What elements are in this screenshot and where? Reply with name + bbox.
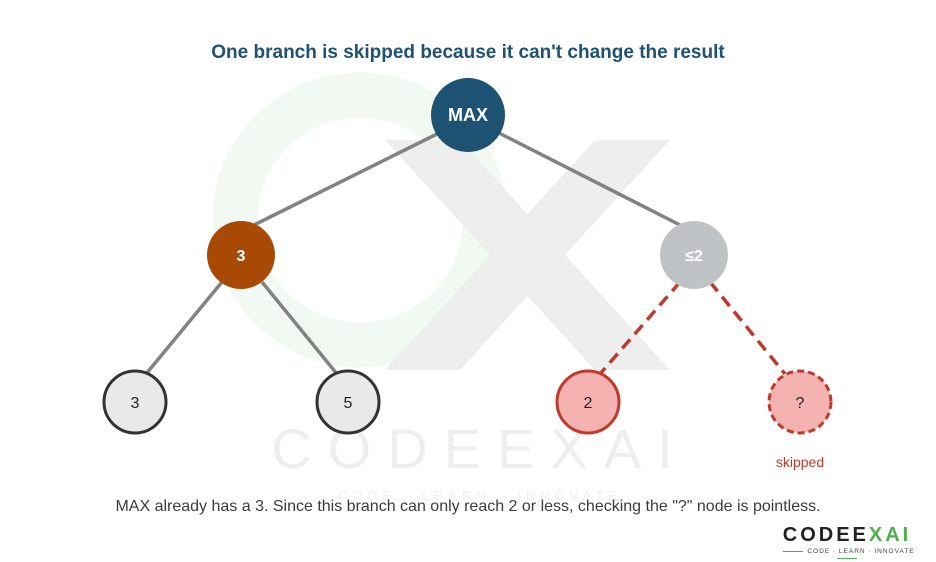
edge-root-right	[496, 130, 683, 228]
logo-wordmark: CODEEXAI	[772, 524, 922, 547]
watermark: CODEEXAI CODE · LEARN · INNOVATE	[212, 72, 673, 503]
node-left	[207, 221, 275, 289]
logo-wordmark-main: CODEE	[782, 524, 869, 546]
leaf-left-right-label: 5	[344, 395, 353, 412]
node-left-label: 3	[237, 248, 246, 265]
watermark-ring	[212, 72, 508, 368]
watermark-x-stroke-b	[385, 140, 670, 370]
leaf-left-left-label: 3	[131, 395, 140, 412]
skipped-label: skipped	[776, 454, 824, 470]
edge-left-rightleaf	[260, 280, 339, 376]
watermark-tagline: CODE · LEARN · INNOVATE	[338, 488, 622, 503]
leaf-left-right	[315, 369, 381, 435]
leaf-right-left	[555, 369, 621, 435]
logo-tagline: CODE · LEARN · INNOVATE	[772, 548, 922, 562]
leaf-right-right-label: ?	[796, 395, 805, 412]
logo-wordmark-accent: XAI	[868, 524, 912, 546]
watermark-x-stroke-a	[385, 140, 670, 370]
node-root	[431, 78, 505, 152]
leaf-right-right	[767, 369, 833, 435]
logo-tagline-text: CODE · LEARN · INNOVATE	[807, 548, 915, 555]
edge-left-leftleaf	[144, 280, 224, 376]
leaf-right-left-label: 2	[584, 395, 593, 412]
leaf-left-left	[102, 369, 168, 435]
edge-root-left	[251, 130, 442, 228]
node-right	[660, 221, 728, 289]
node-root-label: MAX	[448, 105, 488, 125]
edge-right-rightleaf	[708, 280, 787, 376]
edge-right-leftleaf	[598, 280, 682, 376]
node-right-label: ≤2	[685, 248, 703, 265]
brand-logo: CODEEXAI CODE · LEARN · INNOVATE	[772, 524, 922, 562]
diagram-caption: MAX already has a 3. Since this branch c…	[115, 498, 821, 515]
diagram-title: One branch is skipped because it can't c…	[211, 42, 725, 63]
